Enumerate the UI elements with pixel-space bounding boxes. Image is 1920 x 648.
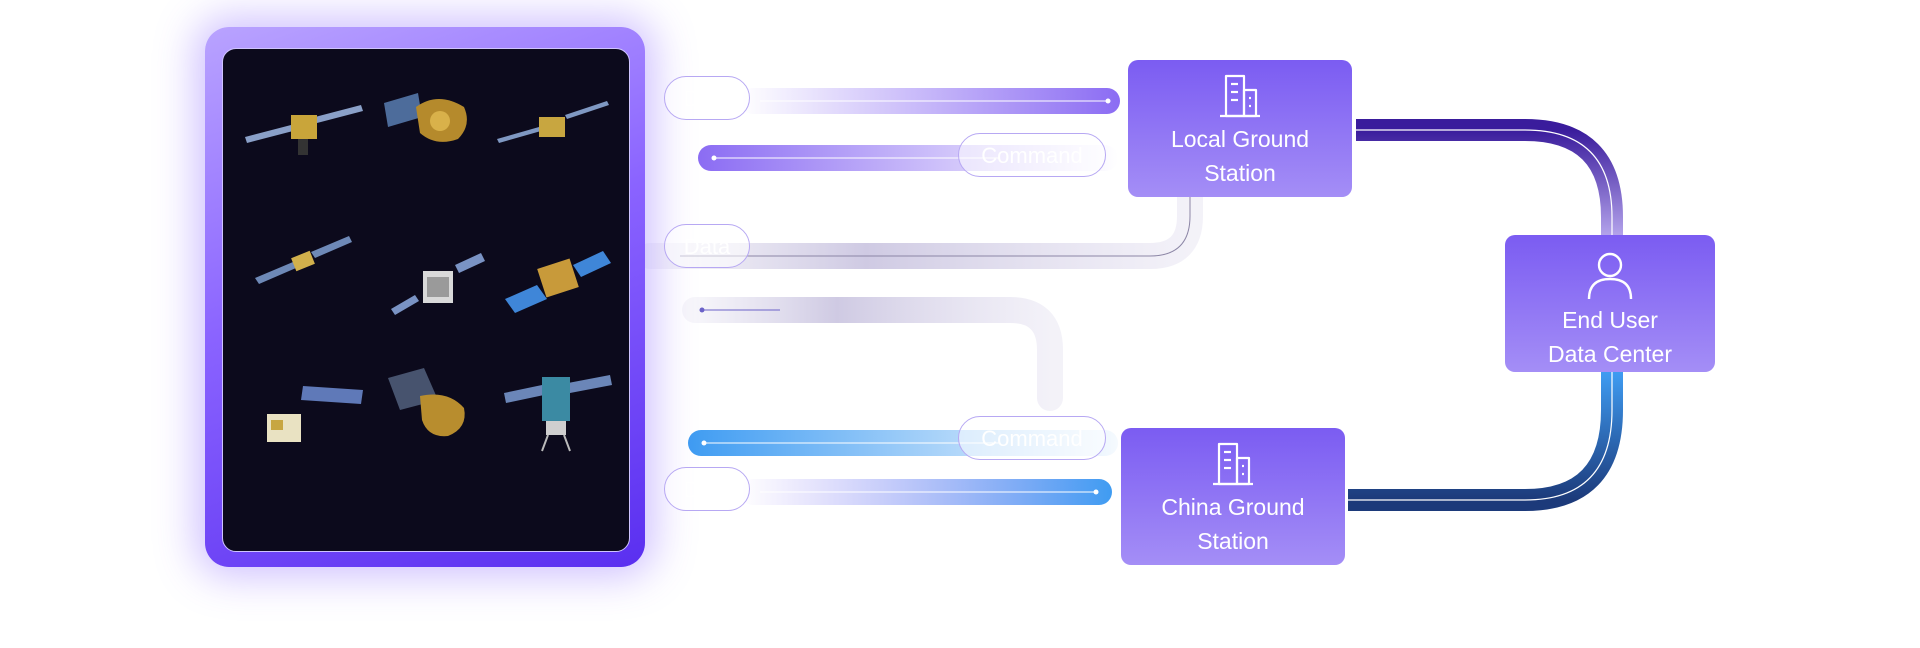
link-local-data xyxy=(740,88,1120,114)
link-local-data-return xyxy=(637,177,1203,269)
satellite-panel xyxy=(222,48,630,552)
link-local-to-end-user xyxy=(1356,119,1623,240)
node-label-line2: Station xyxy=(1197,528,1269,554)
user-icon xyxy=(1587,252,1633,300)
end-user-data-center-node: End User Data Center xyxy=(1505,235,1715,372)
building-icon xyxy=(1220,74,1260,118)
link-label-local-data-return: Data xyxy=(664,224,750,268)
satellite-icon xyxy=(267,386,363,442)
satellite-icon xyxy=(505,251,611,313)
node-label-line1: End User xyxy=(1562,307,1658,333)
link-label-china-data: Data xyxy=(664,467,750,511)
link-china-to-end-user xyxy=(1348,372,1623,511)
link-label-china-command: Command xyxy=(958,416,1106,460)
node-label-line2: Data Center xyxy=(1547,341,1672,367)
satellite-icon xyxy=(245,105,363,155)
node-label-line1: Local Ground xyxy=(1170,126,1310,152)
node-label-line2: Station xyxy=(1204,160,1276,186)
building-icon xyxy=(1213,442,1253,486)
link-label-local-data: Data xyxy=(664,76,750,120)
satellite-icon xyxy=(391,253,485,315)
link-china-data xyxy=(740,479,1112,505)
link-china-data-return xyxy=(682,297,1063,411)
satellite-icon xyxy=(388,368,465,437)
node-label-line1: China Ground xyxy=(1161,494,1305,520)
local-ground-station-node: Local Ground Station xyxy=(1128,60,1352,197)
china-ground-station-node: China Ground Station xyxy=(1121,428,1345,565)
satellite-icon xyxy=(497,101,609,143)
link-label-local-command: Command xyxy=(958,133,1106,177)
satellite-icon xyxy=(384,93,467,142)
satellite-icon xyxy=(504,375,612,452)
satellite-icon xyxy=(255,236,352,284)
